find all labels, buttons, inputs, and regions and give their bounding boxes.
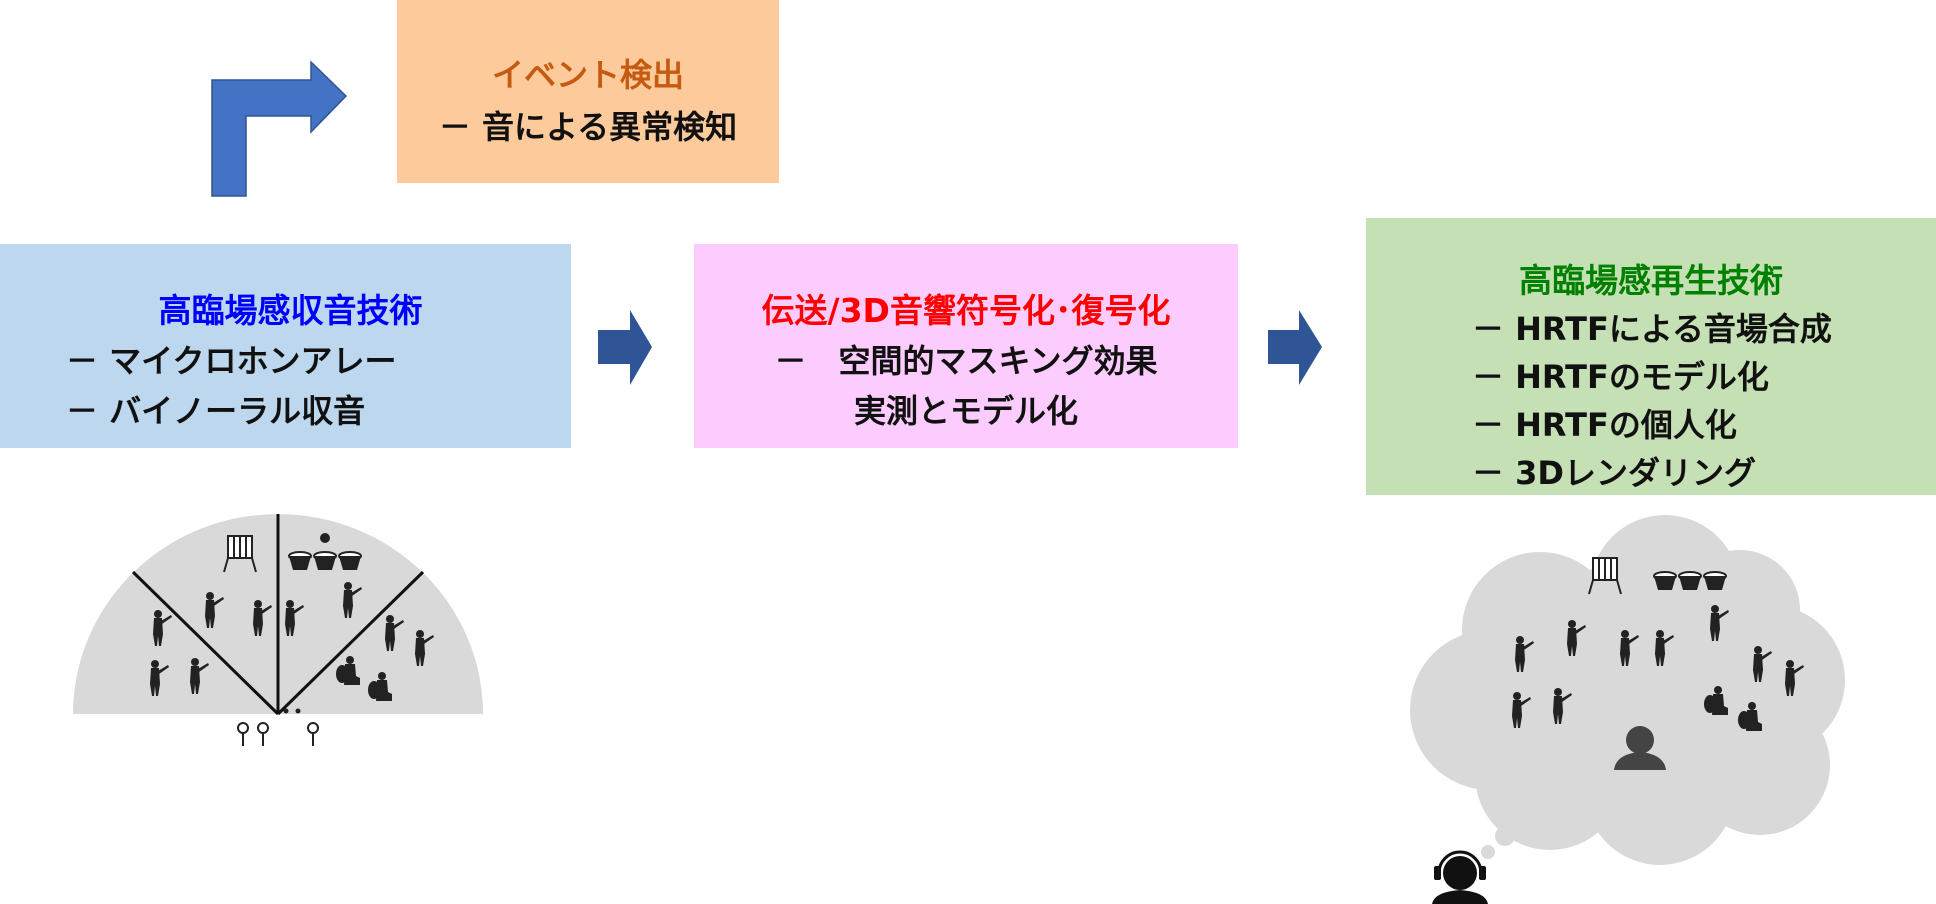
event-detection-box: イベント検出 － 音による異常検知	[397, 0, 779, 183]
microphone-icon	[237, 722, 319, 747]
transmission-item: 実測とモデル化	[853, 392, 1078, 430]
right-arrow-icon	[1268, 310, 1322, 385]
reproduction-item: － HRTFのモデル化	[1472, 358, 1769, 396]
transmission-item: － 空間的マスキング効果	[774, 342, 1158, 380]
event-detection-title: イベント検出	[491, 56, 684, 94]
transmission-coding-box: 伝送/3D音響符号化･復号化 － 空間的マスキング効果 実測とモデル化	[694, 244, 1238, 448]
capture-item: － マイクロホンアレー	[66, 342, 397, 380]
capture-title: 高臨場感収音技術	[158, 291, 423, 330]
transmission-title: 伝送/3D音響符号化･復号化	[761, 291, 1171, 330]
listener-headphones-icon	[1432, 850, 1488, 904]
reproduction-title: 高臨場感再生技術	[1519, 261, 1783, 300]
reproduction-item: － HRTFによる音場合成	[1472, 310, 1832, 348]
orchestra-stage-icon	[73, 514, 483, 716]
thought-cloud-icon	[1410, 515, 1845, 865]
capture-item: － バイノーラル収音	[66, 392, 366, 430]
reproduction-item: － HRTFの個人化	[1472, 406, 1737, 444]
bent-arrow-icon	[211, 60, 348, 197]
reproduction-technology-box: 高臨場感再生技術 － HRTFによる音場合成 － HRTFのモデル化 － HRT…	[1366, 218, 1936, 495]
capture-technology-box: 高臨場感収音技術 － マイクロホンアレー － バイノーラル収音	[0, 244, 571, 448]
event-detection-item: － 音による異常検知	[438, 108, 738, 146]
reproduction-item: － 3Dレンダリング	[1472, 454, 1756, 492]
right-arrow-icon	[598, 310, 652, 385]
